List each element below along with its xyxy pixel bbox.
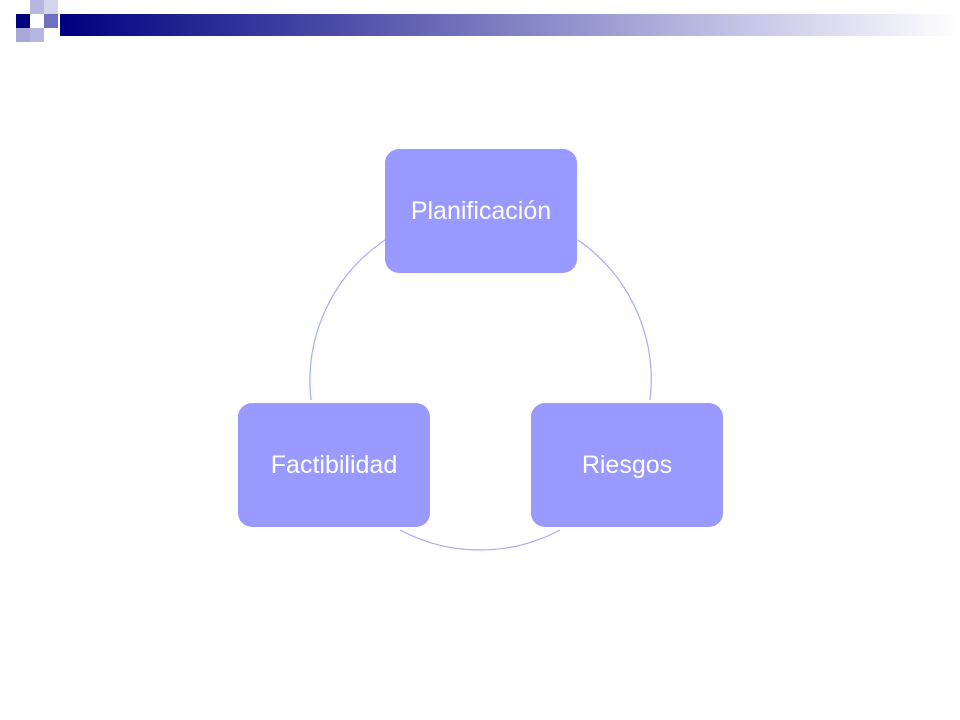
header-square-dark [16,14,30,28]
header-square-light-3 [44,0,58,14]
node-planificacion: Planificación [385,149,577,273]
header-square-medium [44,14,58,28]
connector-bottom [399,529,561,551]
header-square-light-2 [30,28,44,42]
header-gradient-bar [60,14,960,36]
node-riesgos: Riesgos [531,403,723,527]
connector-top-right [577,239,652,401]
header-square-medium-2 [16,28,30,42]
header-square-light [30,0,44,14]
node-factibilidad: Factibilidad [238,403,430,527]
connector-left-top [309,239,386,401]
